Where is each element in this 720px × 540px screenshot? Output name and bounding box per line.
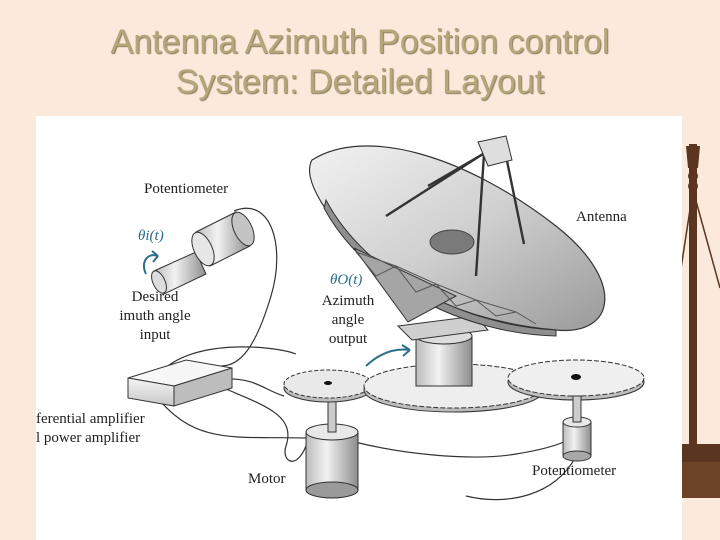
potentiometer-input-label: Potentiometer (144, 180, 228, 199)
azimuth-label-line-3: output (308, 330, 388, 349)
motor (306, 396, 358, 498)
slide-title-line-1: Antenna Azimuth Position control (0, 22, 720, 62)
output-potentiometer (563, 396, 591, 461)
azimuth-label-line-2: angle (308, 311, 388, 330)
motor-label: Motor (248, 470, 286, 489)
antenna-system-figure: Potentiometer θi(t) Desired imuth angle … (36, 116, 682, 540)
potentiometer-output-label: Potentiometer (532, 462, 616, 481)
theta-o-label: θO(t) (330, 272, 362, 289)
input-potentiometer (144, 209, 259, 296)
desired-label-line-2: imuth angle (100, 307, 210, 326)
desired-label-line-1: Desired (100, 288, 210, 307)
slide-title: Antenna Azimuth Position control System:… (0, 22, 720, 102)
amplifier-label-line-2: l power amplifier (36, 429, 145, 448)
desired-label-line-3: input (100, 326, 210, 345)
theta-i-label: θi(t) (138, 228, 164, 245)
azimuth-label-line-1: Azimuth (308, 292, 388, 311)
amplifier-box (128, 360, 232, 406)
azimuth-output-label: Azimuth angle output (308, 292, 388, 349)
desired-input-label: Desired imuth angle input (100, 288, 210, 345)
amplifier-label-line-1: ferential amplifier (36, 410, 145, 429)
slide-title-line-2: System: Detailed Layout (0, 62, 720, 102)
antenna-label: Antenna (576, 208, 627, 227)
amplifier-label: ferential amplifier l power amplifier (36, 410, 145, 448)
